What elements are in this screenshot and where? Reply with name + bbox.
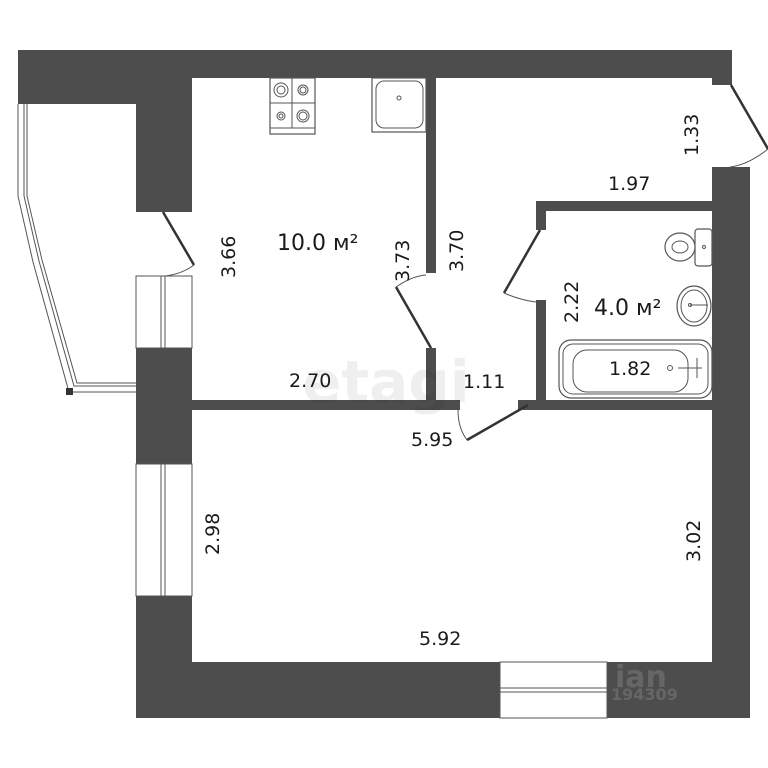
etagi-watermark: etagi xyxy=(302,348,470,416)
cian-watermark: ian xyxy=(615,660,667,695)
toilet-icon xyxy=(664,228,713,267)
bathroom-height-label: 2.22 xyxy=(561,281,583,323)
bathroom-top-wall xyxy=(536,201,712,211)
kitchen-hall-partition-lower xyxy=(426,348,436,408)
balcony-door xyxy=(161,211,196,266)
living-bottom-width-label: 5.92 xyxy=(419,628,461,650)
living-right-height-label: 3.02 xyxy=(683,520,705,562)
bathroom-left-wall xyxy=(536,300,546,410)
hallway-top-width-label: 1.97 xyxy=(608,173,650,195)
windows xyxy=(17,104,608,719)
kitchen-living-partition xyxy=(192,400,460,410)
fixtures xyxy=(269,77,713,399)
kitchen-hall-partition-upper xyxy=(426,78,436,273)
kitchen-left-pier xyxy=(136,78,192,212)
right-wall xyxy=(712,167,750,718)
bathroom-area-label: 4.0 м² xyxy=(594,296,661,321)
kitchen-height-left-label: 3.66 xyxy=(218,236,240,278)
stove-icon xyxy=(269,77,316,135)
passage-width-label: 1.11 xyxy=(463,371,505,393)
kitchen-sink-icon xyxy=(371,77,427,133)
bathroom-door-jamb-top xyxy=(536,201,546,230)
living-left-height-label: 2.98 xyxy=(202,513,224,555)
balcony-top-wall xyxy=(18,78,136,104)
bathroom-sink-icon xyxy=(676,285,712,327)
doors xyxy=(161,84,768,442)
listing-id-watermark: 194309 xyxy=(611,685,678,704)
hallway-height-label: 3.70 xyxy=(446,230,468,272)
walls xyxy=(18,50,750,718)
bathtub-length-label: 1.82 xyxy=(609,358,651,380)
entrance-jamb-top xyxy=(712,78,732,85)
living-top-width-label: 5.95 xyxy=(411,429,453,451)
kitchen-width-label: 2.70 xyxy=(289,370,331,392)
top-wall-right xyxy=(366,50,732,78)
bathtub-icon xyxy=(558,339,713,399)
bath-living-partition xyxy=(518,400,712,410)
entrance-width-label: 1.33 xyxy=(681,114,703,156)
living-room-door xyxy=(466,403,529,442)
bottom-wall-left xyxy=(136,662,500,718)
kitchen-area-label: 10.0 м² xyxy=(277,231,358,256)
kitchen-door xyxy=(394,286,433,349)
top-wall-left xyxy=(18,50,366,78)
balcony-glazing-outer xyxy=(17,104,136,393)
entrance-door xyxy=(729,84,768,150)
kitchen-height-right-label: 3.73 xyxy=(392,240,414,282)
left-wall-middle xyxy=(136,348,192,464)
bathroom-door xyxy=(502,229,542,294)
